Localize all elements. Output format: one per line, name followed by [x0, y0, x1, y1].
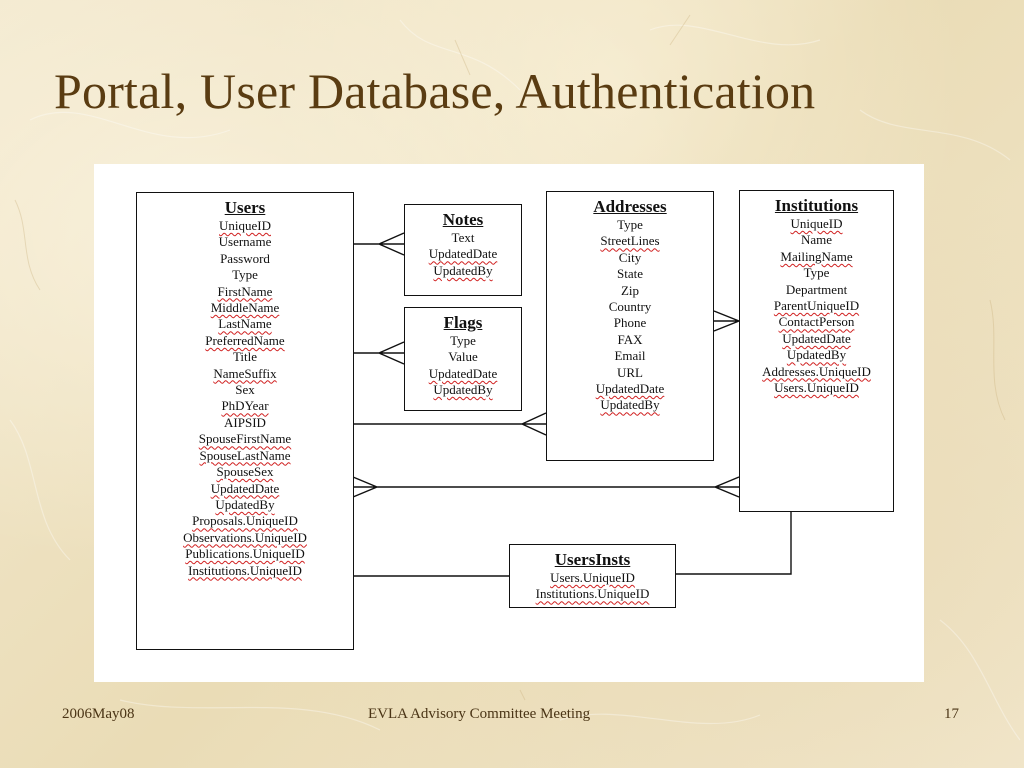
field-addresses-11: UpdatedBy — [600, 397, 660, 413]
field-users-1: Username — [218, 234, 272, 250]
footer-date: 2006May08 — [62, 706, 135, 722]
field-addresses-4: Zip — [620, 282, 640, 298]
relationship-lines — [352, 232, 792, 577]
field-users-8: Title — [232, 349, 258, 365]
field-institutions-4: Department — [785, 281, 848, 297]
rel-users-notes — [353, 232, 405, 256]
field-users-3: Type — [232, 267, 258, 283]
entity-title-users: Users — [224, 198, 266, 217]
field-users-7: PreferredName — [205, 332, 285, 348]
field-notes-0: Text — [451, 230, 475, 245]
field-users-2: Password — [220, 250, 270, 266]
rel-users-institutions — [352, 476, 740, 498]
field-users-16: UpdatedDate — [210, 480, 280, 496]
field-usersinsts-1: Institutions.UniqueID — [535, 586, 650, 602]
field-addresses-6: Phone — [613, 315, 647, 331]
field-users-11: PhDYear — [221, 398, 269, 414]
field-users-10: Sex — [235, 382, 255, 398]
field-users-4: FirstName — [217, 283, 273, 299]
rel-users-addresses — [353, 412, 547, 436]
field-users-5: MiddleName — [210, 300, 280, 316]
field-addresses-7: FAX — [617, 331, 643, 347]
field-notes-1: UpdatedDate — [428, 246, 498, 262]
entity-title-notes: Notes — [442, 210, 484, 229]
slide-title: Portal, User Database, Authentication — [54, 63, 816, 119]
field-users-18: Proposals.UniqueID — [192, 513, 298, 529]
entity-title-usersinsts: UsersInsts — [554, 550, 631, 569]
field-users-14: SpouseLastName — [199, 447, 291, 463]
field-users-19: Observations.UniqueID — [183, 529, 307, 545]
field-flags-0: Type — [450, 333, 476, 348]
field-institutions-7: UpdatedDate — [782, 330, 851, 346]
field-users-6: LastName — [218, 316, 272, 332]
field-users-20: Publications.UniqueID — [185, 546, 305, 562]
field-flags-1: Value — [448, 349, 478, 365]
field-institutions-5: ParentUniqueID — [773, 298, 860, 314]
rel-institutions-usersinsts — [676, 512, 792, 575]
slide-number: 17 — [944, 706, 959, 722]
field-addresses-8: Email — [614, 348, 646, 364]
field-addresses-0: Type — [617, 217, 643, 232]
field-institutions-10: Users.UniqueID — [774, 380, 859, 396]
field-notes-2: UpdatedBy — [433, 262, 493, 278]
field-addresses-10: UpdatedDate — [595, 381, 665, 397]
entity-title-institutions: Institutions — [774, 196, 859, 215]
field-institutions-2: MailingName — [780, 248, 853, 264]
entity-title-flags: Flags — [443, 313, 483, 332]
field-users-21: Institutions.UniqueID — [188, 562, 302, 578]
field-usersinsts-0: Users.UniqueID — [550, 570, 635, 585]
field-institutions-3: Type — [803, 265, 830, 281]
field-institutions-0: UniqueID — [790, 216, 843, 231]
field-institutions-9: Addresses.UniqueID — [762, 363, 871, 379]
entity-title-addresses: Addresses — [593, 197, 667, 216]
field-users-9: NameSuffix — [213, 365, 277, 381]
field-users-13: SpouseFirstName — [198, 431, 292, 447]
field-users-17: UpdatedBy — [215, 496, 275, 512]
field-addresses-9: URL — [617, 364, 643, 380]
field-institutions-6: ContactPerson — [778, 314, 855, 330]
field-addresses-3: State — [617, 266, 643, 282]
field-addresses-1: StreetLines — [600, 233, 660, 249]
field-users-12: AIPSID — [224, 414, 266, 430]
field-institutions-1: Name — [800, 232, 833, 248]
rel-institutions-addresses — [713, 310, 741, 332]
field-addresses-5: Country — [608, 299, 652, 315]
field-flags-3: UpdatedBy — [433, 382, 493, 398]
field-addresses-2: City — [618, 249, 642, 265]
field-users-15: SpouseSex — [216, 464, 274, 480]
field-institutions-8: UpdatedBy — [786, 347, 847, 363]
field-flags-2: UpdatedDate — [428, 365, 498, 381]
rel-users-flags — [353, 341, 405, 365]
field-users-0: UniqueID — [219, 218, 271, 233]
footer-meeting: EVLA Advisory Committee Meeting — [368, 706, 591, 722]
